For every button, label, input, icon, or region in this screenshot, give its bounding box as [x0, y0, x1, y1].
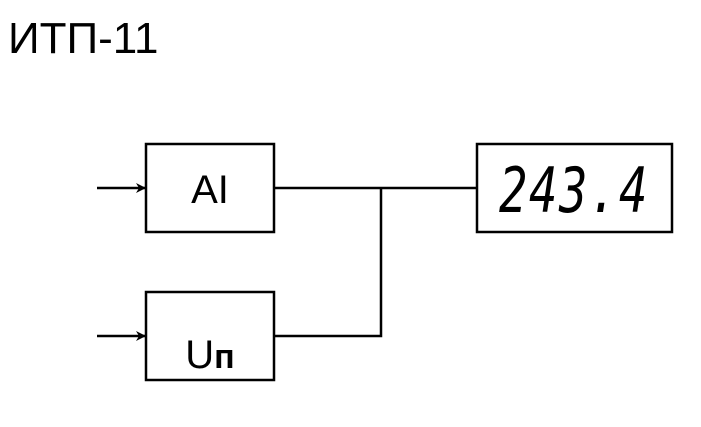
ai-block-label: AI [191, 168, 229, 212]
power-to-bus-line [274, 188, 383, 338]
display-block: 243.4 [475, 142, 674, 234]
ai-block: AI [144, 142, 276, 234]
device-title: ИТП-11 [8, 14, 159, 63]
power-label-sub: п [214, 338, 235, 376]
display-readout: 243.4 [499, 154, 649, 227]
power-block: Uп [144, 290, 276, 382]
power-block-label: Uп [185, 333, 234, 377]
power-label-main: U [185, 333, 214, 377]
